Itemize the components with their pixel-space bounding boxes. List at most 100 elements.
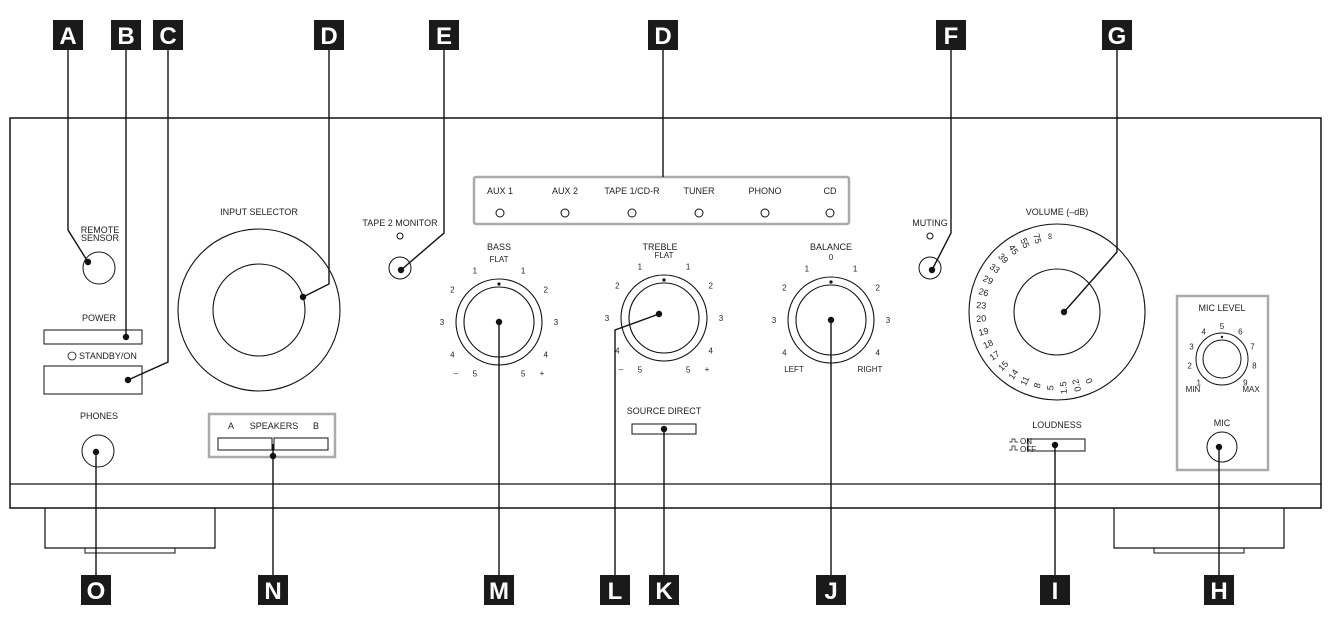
knob-bass-tick-r4: 5 bbox=[521, 370, 526, 379]
speakers-b-label: B bbox=[313, 421, 319, 431]
input-selector-ring bbox=[177, 228, 341, 392]
knob-treble-minus: – bbox=[619, 365, 624, 374]
knob-treble-ring bbox=[620, 274, 708, 362]
mic-tick-3: 4 bbox=[1201, 328, 1206, 337]
knob-treble-tick-l1: 4 bbox=[615, 347, 620, 356]
muting-button[interactable] bbox=[918, 256, 942, 280]
badge-m-box bbox=[484, 575, 514, 605]
knob-bass-tick-l4: 1 bbox=[473, 266, 478, 275]
input-selector-label: INPUT SELECTOR bbox=[220, 207, 298, 217]
speakers-a-label: A bbox=[228, 421, 234, 431]
tape2-monitor-indicator bbox=[396, 232, 404, 240]
input-led-5 bbox=[825, 208, 835, 218]
volume-tick-1: 75 bbox=[1031, 232, 1043, 244]
knob-bass-tick-l3: 2 bbox=[450, 285, 455, 294]
volume-tick-2: 55 bbox=[1018, 236, 1031, 249]
volume-tick-10: 19 bbox=[977, 326, 989, 338]
badge-g-box bbox=[1102, 20, 1132, 50]
bass-label: BASS bbox=[487, 242, 511, 252]
phones-label: PHONES bbox=[80, 411, 118, 421]
knob-balance-tick-r0: 1 bbox=[853, 264, 858, 273]
knob-treble-tick-l3: 2 bbox=[615, 281, 620, 290]
tape2-monitor-label: TAPE 2 MONITOR bbox=[362, 218, 438, 228]
mic-level-knob[interactable] bbox=[1202, 339, 1242, 379]
badge-d1: D bbox=[320, 23, 337, 50]
badge-c-box bbox=[153, 20, 183, 50]
mic-jack[interactable] bbox=[1206, 431, 1238, 463]
volume-tick-17: 5 bbox=[1045, 385, 1055, 391]
loudness-switch-icon bbox=[1009, 438, 1018, 451]
knob-treble-tick-l2: 3 bbox=[605, 314, 610, 323]
input-led-3 bbox=[694, 208, 704, 218]
knob-bass-tick-r2: 3 bbox=[554, 318, 559, 327]
knob-balance-tick-l1: 4 bbox=[782, 349, 787, 358]
loudness-on-label: ON bbox=[1020, 437, 1032, 446]
foot-right-pad bbox=[1153, 548, 1245, 554]
callout-badges-bottom: O N M L K J I H bbox=[81, 575, 1234, 605]
leader-f bbox=[931, 50, 952, 271]
leader-d1 bbox=[302, 50, 330, 298]
volume-tick-5: 33 bbox=[988, 261, 1002, 275]
knob-treble-plus: + bbox=[705, 365, 710, 374]
knob-bass-tick-r0: 1 bbox=[521, 266, 526, 275]
badge-j: J bbox=[824, 578, 837, 605]
volume-tick-0: ∞ bbox=[1045, 233, 1056, 240]
standby-label: STANDBY/ON bbox=[79, 351, 137, 361]
knob-balance-left: LEFT bbox=[784, 365, 804, 374]
volume-ring bbox=[968, 223, 1146, 401]
leader-g bbox=[1063, 50, 1118, 313]
knob-bass-center-dot bbox=[497, 282, 501, 286]
input-selector-knob[interactable] bbox=[212, 263, 306, 357]
badge-b-box bbox=[111, 20, 141, 50]
knob-balance-tick-r3: 4 bbox=[875, 349, 880, 358]
mic-frame bbox=[1175, 294, 1270, 472]
foot-left-pad bbox=[84, 548, 176, 554]
badge-e: E bbox=[436, 23, 452, 50]
volume-knob[interactable] bbox=[1013, 268, 1101, 356]
leader-dots bbox=[84, 258, 1223, 460]
speakers-b-button[interactable] bbox=[273, 437, 329, 451]
mic-level-ring bbox=[1195, 332, 1249, 386]
knob-bass-tick-l2: 3 bbox=[440, 318, 445, 327]
badge-l: L bbox=[608, 578, 623, 605]
knob-treble-knob[interactable] bbox=[628, 282, 700, 354]
mic-tick-1: 2 bbox=[1187, 361, 1192, 370]
knob-balance-zero: 0 bbox=[829, 253, 834, 262]
badge-a-box bbox=[53, 20, 83, 50]
speakers-a-button[interactable] bbox=[217, 437, 273, 451]
input-label-4: PHONO bbox=[748, 186, 781, 196]
standby-indicator bbox=[67, 351, 77, 361]
input-led-2 bbox=[627, 208, 637, 218]
mic-tick-4: 5 bbox=[1220, 322, 1225, 331]
volume-tick-4: 39 bbox=[996, 251, 1010, 265]
badge-a: A bbox=[59, 23, 76, 50]
volume-tick-20: 0 bbox=[1084, 377, 1095, 386]
knob-treble-center-dot bbox=[662, 278, 666, 282]
callout-badges: A B C D E D F G bbox=[53, 20, 1132, 50]
tape2-monitor-button[interactable] bbox=[388, 256, 412, 280]
knob-treble-tick-r2: 3 bbox=[719, 314, 724, 323]
knob-treble-tick-r0: 1 bbox=[686, 262, 691, 271]
phones-jack[interactable] bbox=[81, 434, 115, 468]
knob-treble-tick-l0: 5 bbox=[638, 366, 643, 375]
badge-h-box bbox=[1204, 575, 1234, 605]
volume-tick-7: 26 bbox=[977, 286, 989, 298]
badge-i: I bbox=[1052, 578, 1059, 605]
source-direct-label: SOURCE DIRECT bbox=[627, 406, 702, 416]
knob-balance-right: RIGHT bbox=[858, 365, 883, 374]
remote-sensor bbox=[82, 251, 116, 285]
badge-d2-box bbox=[648, 20, 678, 50]
foot-left bbox=[44, 508, 216, 549]
treble-label: TREBLE bbox=[642, 242, 677, 252]
volume-tick-11: 18 bbox=[981, 337, 994, 350]
input-led-1 bbox=[560, 208, 570, 218]
badge-n: N bbox=[264, 578, 281, 605]
power-button[interactable] bbox=[43, 329, 143, 345]
loudness-button[interactable] bbox=[1027, 438, 1086, 452]
volume-tick-13: 15 bbox=[996, 359, 1010, 373]
